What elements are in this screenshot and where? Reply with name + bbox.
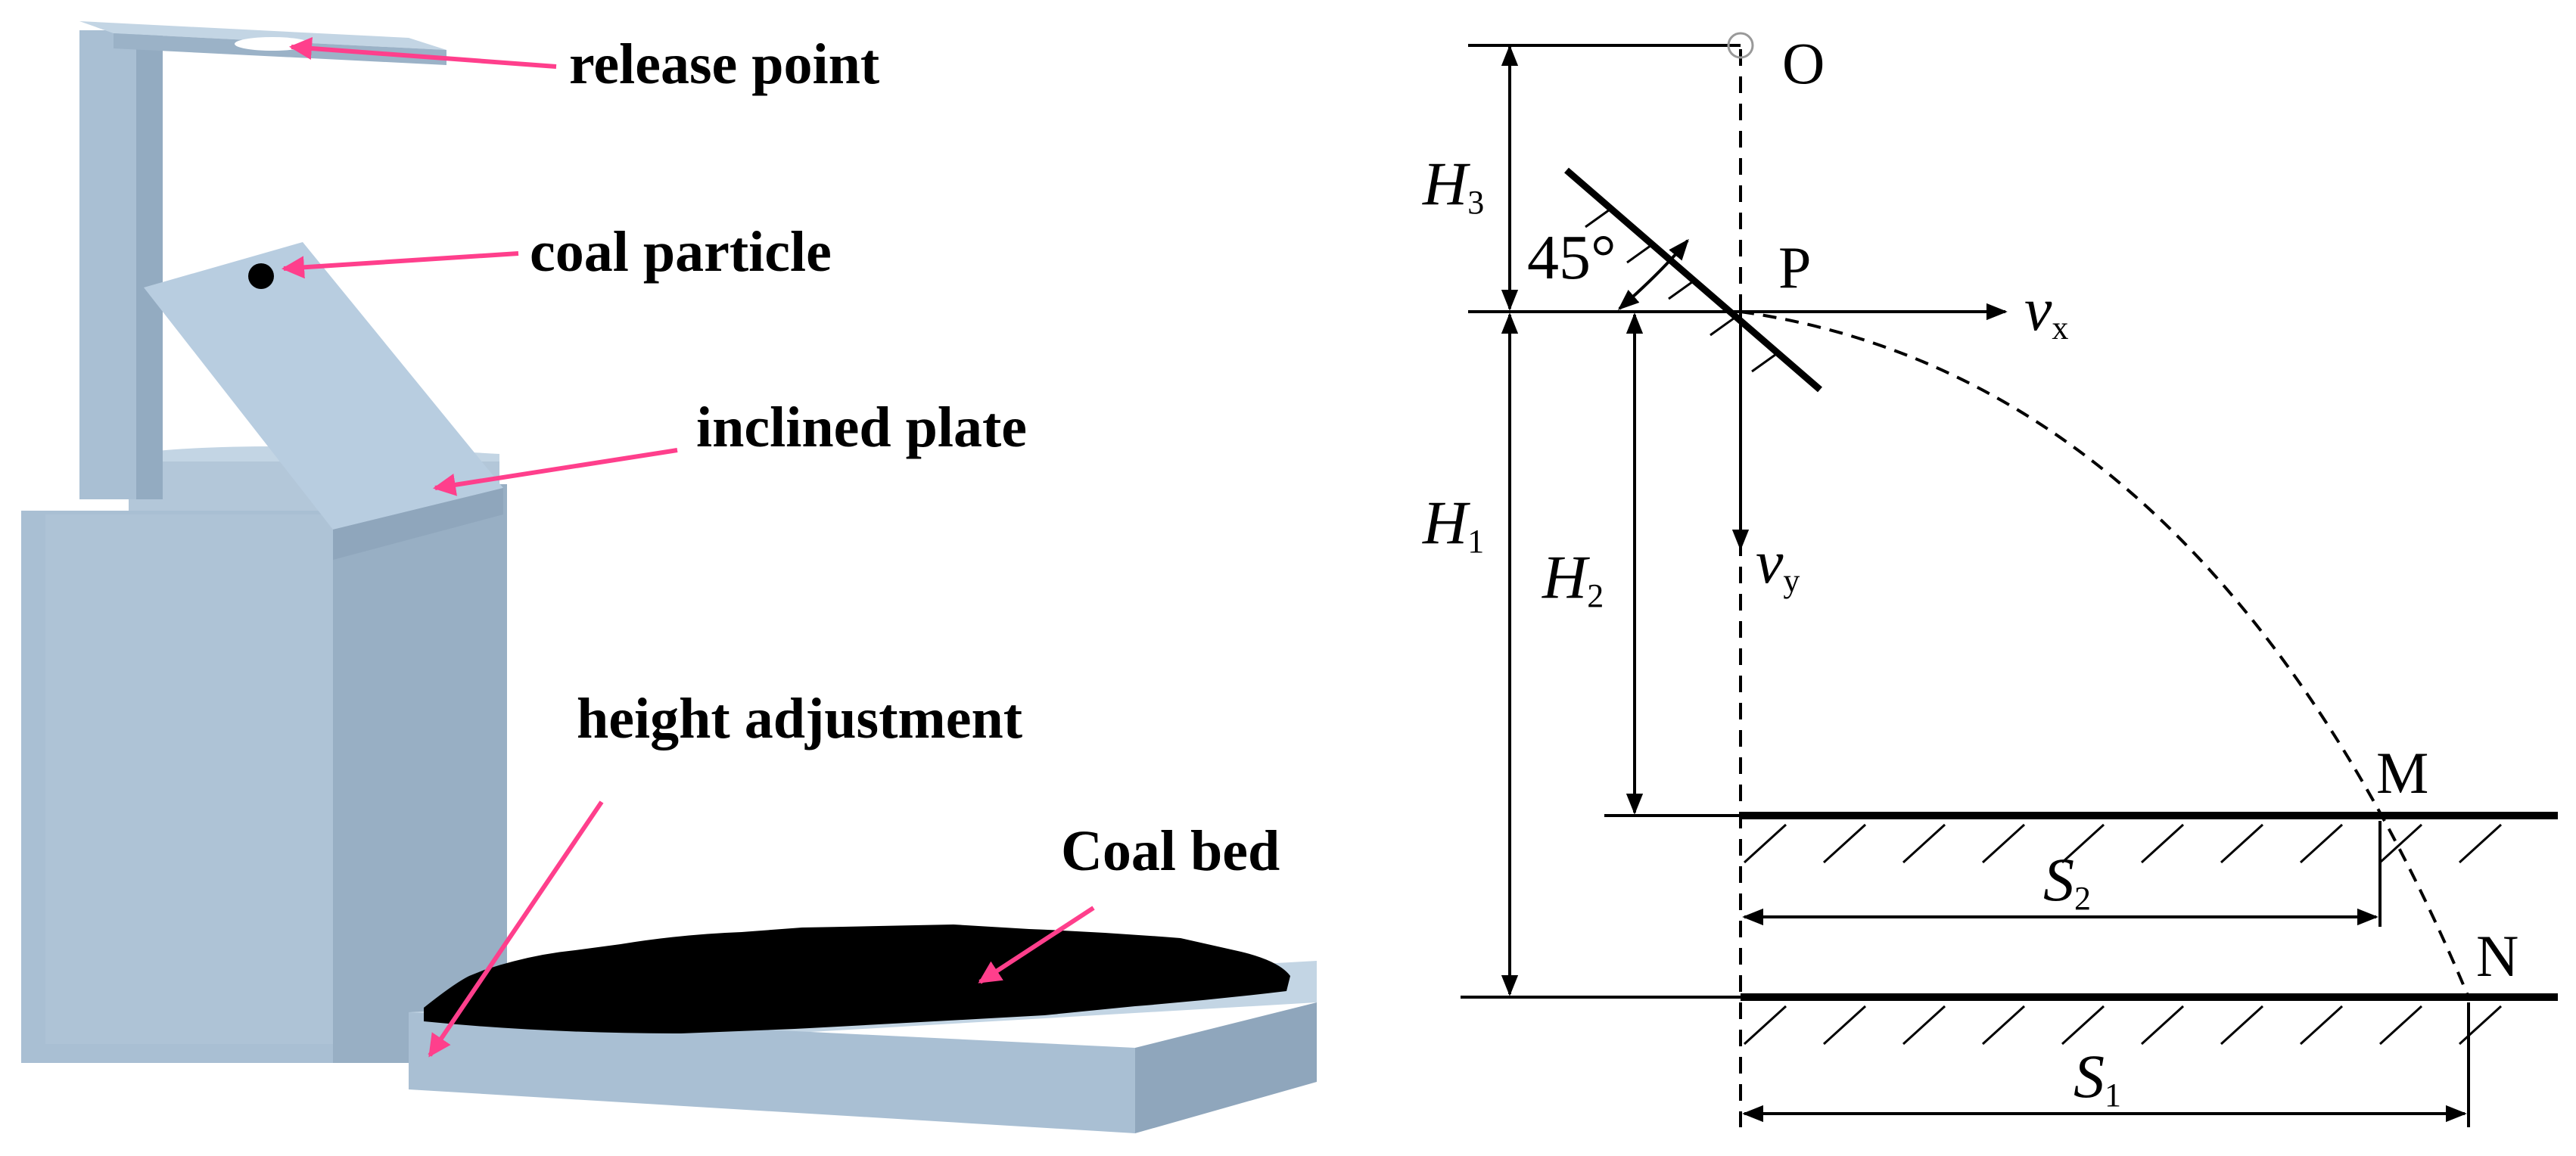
arrow-inclined-plate	[433, 448, 678, 496]
front-cabinet-face	[45, 514, 333, 1044]
coal-bed-tray-front	[409, 1012, 1135, 1133]
label-inclined-plate: inclined plate	[696, 396, 1027, 459]
arrow-coal-bed	[978, 906, 1095, 984]
callout-arrows	[282, 37, 1095, 1058]
label-H1: H1	[1422, 488, 1484, 560]
label-point-O: O	[1782, 30, 1825, 96]
label-point-P: P	[1778, 235, 1811, 300]
label-vy: vy	[1756, 527, 1800, 599]
front-cabinet-side	[333, 484, 507, 1063]
point-O-marker	[1727, 32, 1754, 59]
top-beam	[79, 21, 446, 50]
label-point-N: N	[2476, 923, 2518, 989]
arrow-height-adjustment	[428, 800, 604, 1058]
arrow-coal-particle	[282, 251, 519, 279]
apparatus-illustration	[21, 21, 1317, 1133]
label-point-M: M	[2376, 740, 2428, 806]
label-S1: S1	[2074, 1042, 2121, 1114]
label-H3: H3	[1422, 149, 1484, 221]
label-coal-particle: coal particle	[530, 220, 832, 284]
angle-arc	[1617, 238, 1689, 310]
inclined-plate	[144, 242, 503, 530]
trajectory-curve	[1740, 310, 2470, 998]
coal-particle-dot	[248, 263, 274, 289]
label-height-adjustment: height adjustment	[577, 687, 1022, 750]
trajectory-diagram	[1461, 32, 2558, 1127]
label-release-point: release point	[569, 33, 879, 96]
label-vx: vx	[2024, 275, 2068, 346]
arrow-release-point	[289, 37, 557, 69]
hatch-upper	[1743, 823, 2503, 864]
label-S2: S2	[2043, 845, 2091, 917]
coal-bed-pile	[424, 924, 1290, 1033]
vertical-post-side	[136, 30, 163, 499]
inclined-plate-edge	[333, 488, 503, 560]
coal-bed-tray-side	[1135, 1002, 1317, 1133]
label-angle-45: 45°	[1527, 222, 1616, 293]
hatch-lower	[1743, 1005, 2503, 1046]
label-H2: H2	[1542, 542, 1604, 614]
label-coal-bed: Coal bed	[1061, 819, 1280, 883]
